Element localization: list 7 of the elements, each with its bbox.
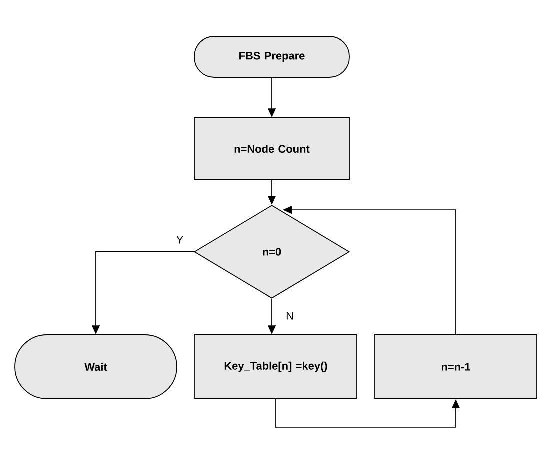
terminal-box: FBS Prepare <box>194 36 350 78</box>
process-box: n=n-1 <box>374 334 538 400</box>
process-box: Key_Table[n] =key() <box>194 334 358 400</box>
process-box: n=Node Count <box>194 118 350 180</box>
edge-label: N <box>286 312 294 320</box>
edge-label: Y <box>176 236 184 244</box>
terminal-box: Wait <box>14 334 178 400</box>
